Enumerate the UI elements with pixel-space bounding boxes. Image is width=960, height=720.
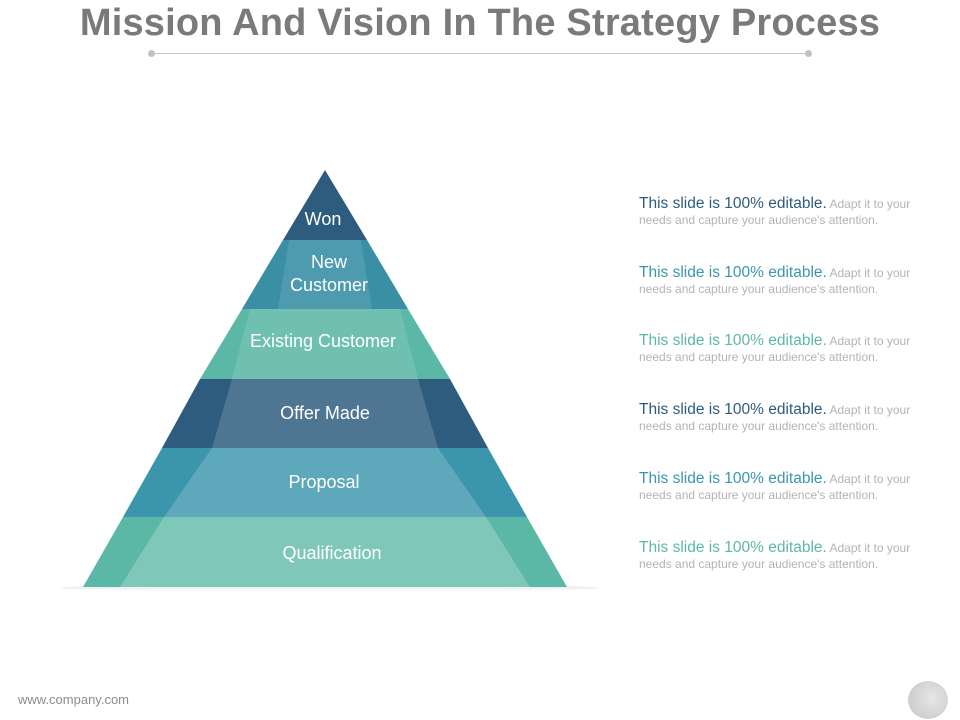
title-rule-dot-right bbox=[805, 50, 812, 57]
description-5: This slide is 100% editable. Adapt it to… bbox=[639, 471, 939, 503]
title-rule bbox=[151, 53, 809, 54]
title-rule-dot-left bbox=[148, 50, 155, 57]
page-number-circle bbox=[908, 681, 948, 719]
pyramid-label-offer-made: Offer Made bbox=[280, 403, 370, 423]
description-lead: This slide is 100% editable. bbox=[639, 401, 827, 418]
pyramid-label-won: Won bbox=[304, 209, 342, 229]
pyramid-label-existing-customer: Existing Customer bbox=[249, 331, 397, 351]
pyramid-level-new-customer-face bbox=[278, 240, 372, 309]
description-lead: This slide is 100% editable. bbox=[639, 470, 827, 487]
description-rest: Adapt it to your needs and capture your … bbox=[639, 334, 911, 364]
description-1: This slide is 100% editable. Adapt it to… bbox=[639, 196, 939, 228]
pyramid-label-proposal: Proposal bbox=[288, 472, 360, 492]
description-lead: This slide is 100% editable. bbox=[639, 264, 827, 281]
description-lead: This slide is 100% editable. bbox=[639, 195, 827, 212]
pyramid-label-new-customer: New Customer bbox=[289, 252, 369, 295]
pyramid-level-proposal bbox=[123, 448, 527, 517]
description-4: This slide is 100% editable. Adapt it to… bbox=[639, 402, 939, 434]
slide-title: Mission And Vision In The Strategy Proce… bbox=[79, 2, 881, 44]
pyramid-level-new-customer bbox=[242, 240, 408, 309]
description-rest: Adapt it to your needs and capture your … bbox=[639, 266, 911, 296]
pyramid-level-qualification-face bbox=[120, 517, 530, 587]
description-lead: This slide is 100% editable. bbox=[639, 539, 827, 556]
pyramid-level-existing-customer bbox=[200, 309, 450, 379]
pyramid-level-existing-customer-face bbox=[232, 309, 418, 379]
footer-url: www.company.com bbox=[18, 692, 130, 707]
description-6: This slide is 100% editable. Adapt it to… bbox=[639, 540, 939, 572]
pyramid-level-offer-made-face bbox=[212, 379, 438, 448]
pyramid-label-qualification: Qualification bbox=[282, 543, 382, 563]
description-rest: Adapt it to your needs and capture your … bbox=[639, 403, 911, 433]
pyramid-level-proposal-face bbox=[164, 448, 486, 517]
description-rest: Adapt it to your needs and capture your … bbox=[639, 472, 911, 502]
pyramid-level-won bbox=[283, 170, 367, 240]
description-rest: Adapt it to your needs and capture your … bbox=[639, 541, 911, 571]
pyramid-level-offer-made bbox=[162, 379, 488, 448]
description-rest: Adapt it to your needs and capture your … bbox=[639, 197, 911, 227]
pyramid-level-qualification bbox=[83, 517, 567, 587]
description-lead: This slide is 100% editable. bbox=[639, 332, 827, 349]
description-2: This slide is 100% editable. Adapt it to… bbox=[639, 265, 939, 297]
description-3: This slide is 100% editable. Adapt it to… bbox=[639, 333, 939, 365]
